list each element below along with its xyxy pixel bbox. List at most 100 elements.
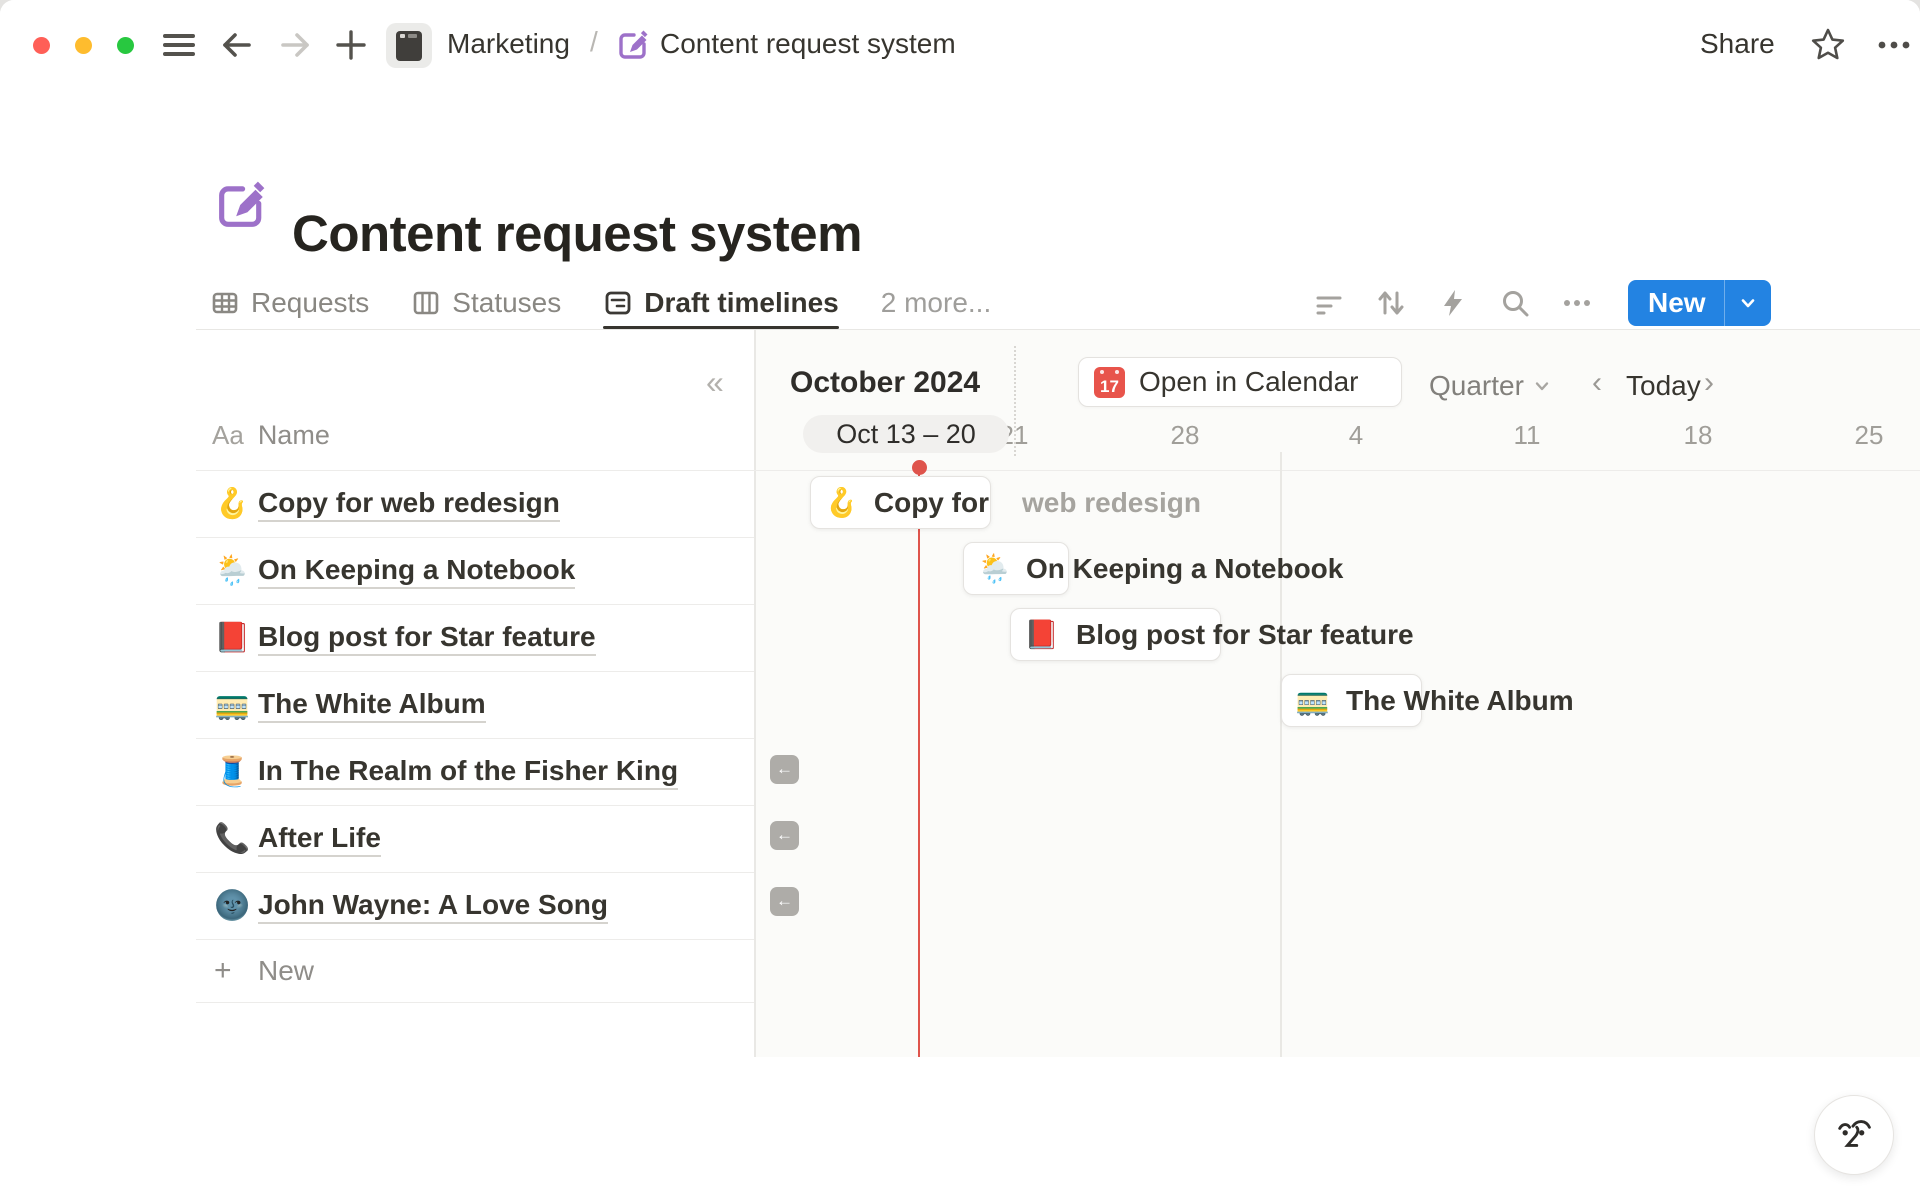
timeline-zoom-select[interactable]: Quarter — [1429, 370, 1552, 402]
bar-emoji-icon: 📕 — [1024, 619, 1059, 650]
table-row[interactable]: 🚃The White Album — [196, 672, 754, 739]
timeline-bar[interactable]: 🪝 Copy for — [810, 476, 991, 529]
table-row[interactable]: 🪝Copy for web redesign — [196, 471, 754, 538]
filter-icon[interactable] — [1310, 284, 1348, 322]
share-button[interactable]: Share — [1700, 28, 1775, 59]
view-tabs: Requests Statuses Draft timelines 2 more... — [210, 276, 991, 329]
row-title[interactable]: John Wayne: A Love Song — [258, 889, 609, 924]
bar-emoji-icon: 🌦️ — [977, 553, 1012, 584]
plus-icon: + — [214, 954, 232, 987]
row-title[interactable]: The White Album — [258, 688, 486, 723]
traffic-minimize-button[interactable] — [75, 37, 92, 54]
table-row[interactable]: 📕Blog post for Star feature — [196, 605, 754, 672]
row-emoji-icon: 🌦️ — [214, 555, 251, 587]
ruler-tick-28: 28 — [1170, 420, 1200, 450]
tab-label: Statuses — [452, 286, 562, 318]
collapse-table-icon[interactable]: « — [706, 364, 724, 400]
page-title-icon[interactable] — [212, 176, 270, 239]
timeline-icon — [603, 288, 633, 318]
board-icon — [411, 288, 441, 318]
view-toolbar: New — [1310, 276, 1771, 329]
ruler-tick-25: 25 — [1854, 420, 1884, 450]
new-button[interactable]: New — [1628, 279, 1771, 326]
back-arrow-icon[interactable] — [218, 26, 256, 64]
row-emoji-icon: 📞 — [214, 823, 251, 855]
header-divider — [196, 470, 1920, 471]
date-range-pill: Oct 13 – 20 — [803, 415, 1009, 453]
new-tab-plus-icon[interactable] — [332, 26, 370, 64]
forward-arrow-icon[interactable] — [276, 26, 314, 64]
text-type-icon: Aa — [212, 420, 244, 450]
timeline-bar[interactable]: 🚃 — [1281, 674, 1422, 727]
today-marker-dot — [912, 460, 927, 475]
breadcrumb-separator: / — [590, 26, 598, 57]
sort-icon[interactable] — [1372, 284, 1410, 322]
bar-emoji-icon: 🪝 — [824, 487, 859, 518]
more-options-icon[interactable] — [1872, 26, 1916, 64]
table-row[interactable]: 📞After Life — [196, 806, 754, 873]
table-new-row[interactable]: + New — [196, 940, 754, 1003]
row-title[interactable]: In The Realm of the Fisher King — [258, 755, 679, 790]
ruler-tick-4: 4 — [1348, 420, 1364, 450]
favorite-star-icon[interactable] — [1808, 25, 1848, 65]
table-row[interactable]: 🌚John Wayne: A Love Song — [196, 873, 754, 940]
breadcrumb-workspace[interactable]: Marketing — [447, 28, 570, 59]
notion-ai-button[interactable] — [1814, 1095, 1894, 1175]
ai-face-icon — [1838, 1120, 1871, 1147]
month-boundary-line — [1280, 452, 1282, 1057]
timeline-prev-icon[interactable]: ‹ — [1592, 366, 1602, 399]
open-in-calendar-button[interactable]: 17 Open in Calendar — [1078, 357, 1402, 407]
chevron-down-icon — [1535, 382, 1549, 391]
marketing-page-icon[interactable] — [386, 23, 432, 68]
calendar-day: 17 — [1100, 376, 1119, 396]
tab-label: Draft timelines — [644, 286, 839, 318]
bar-overflow-label[interactable]: Blog post for Star feature — [1076, 618, 1414, 650]
timeline-month-label: October 2024 — [790, 366, 981, 399]
new-row-label: New — [258, 955, 315, 986]
bar-label: Copy for — [873, 486, 989, 518]
row-title[interactable]: Copy for web redesign — [258, 487, 560, 522]
view-more-icon[interactable] — [1558, 284, 1596, 322]
row-emoji-icon: 🪝 — [214, 488, 251, 520]
row-title[interactable]: Blog post for Star feature — [258, 621, 596, 656]
automations-lightning-icon[interactable] — [1434, 284, 1472, 322]
table-row[interactable]: 🧵In The Realm of the Fisher King — [196, 739, 754, 806]
row-title[interactable]: On Keeping a Notebook — [258, 554, 576, 589]
bar-overflow-label[interactable]: On Keeping a Notebook — [1026, 552, 1344, 584]
bar-overflow-label[interactable]: web redesign — [1022, 486, 1201, 518]
timeline-bar[interactable]: 📕 — [1010, 608, 1221, 661]
window-titlebar: Marketing / Content request system Share — [0, 0, 1920, 90]
row-emoji-icon: 📕 — [214, 622, 251, 654]
name-column-header[interactable]: Aa Name — [212, 420, 330, 451]
new-button-dropdown-icon[interactable] — [1725, 280, 1771, 326]
tab-2-more[interactable]: 2 more... — [881, 276, 991, 329]
traffic-zoom-button[interactable] — [117, 37, 134, 54]
ruler-tick-11: 11 — [1513, 420, 1541, 450]
tab-draft-timelines[interactable]: Draft timelines — [603, 276, 839, 329]
panel-divider — [754, 330, 756, 1057]
new-button-label[interactable]: New — [1648, 286, 1706, 318]
bar-emoji-icon: 🚃 — [1295, 685, 1330, 716]
scroll-to-bar-left-button[interactable]: ← — [770, 886, 799, 916]
timeline-bar[interactable]: 🌦️ — [963, 542, 1069, 595]
bar-overflow-label[interactable]: The White Album — [1346, 684, 1574, 716]
row-emoji-icon: 🚃 — [214, 689, 251, 721]
breadcrumb-page[interactable]: Content request system — [660, 28, 956, 59]
sidebar-menu-icon[interactable] — [160, 26, 198, 64]
tab-statuses[interactable]: Statuses — [411, 276, 561, 329]
traffic-close-button[interactable] — [33, 37, 50, 54]
search-icon[interactable] — [1496, 284, 1534, 322]
timeline-today-button[interactable]: Today — [1626, 370, 1701, 401]
row-title[interactable]: After Life — [258, 822, 381, 857]
page-title[interactable]: Content request system — [292, 205, 862, 263]
tab-label: Requests — [251, 286, 370, 318]
timeline-next-icon[interactable]: › — [1704, 366, 1714, 399]
row-emoji-icon: 🌚 — [214, 890, 251, 922]
timeline-table: 🪝Copy for web redesign🌦️On Keeping a Not… — [196, 471, 754, 1003]
scroll-to-bar-left-button[interactable]: ← — [770, 754, 799, 784]
table-row[interactable]: 🌦️On Keeping a Notebook — [196, 538, 754, 605]
row-emoji-icon: 🧵 — [214, 756, 251, 788]
scroll-to-bar-left-button[interactable]: ← — [770, 820, 799, 850]
tab-requests[interactable]: Requests — [210, 276, 369, 329]
